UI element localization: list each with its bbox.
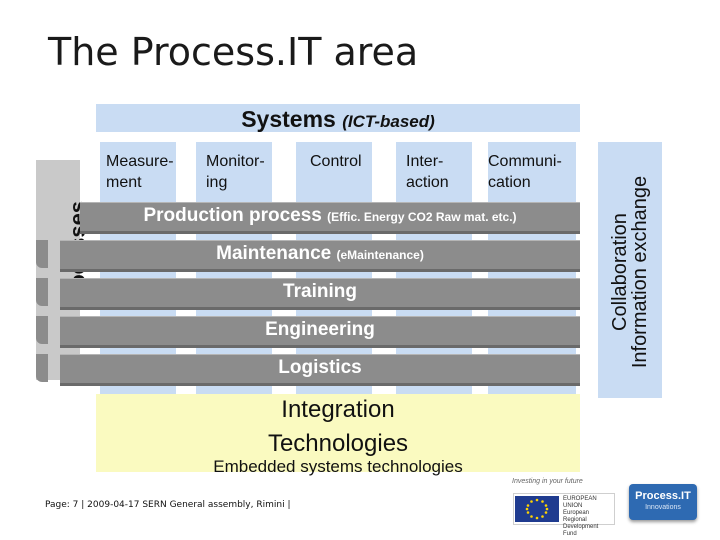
band-maintenance xyxy=(60,240,580,269)
band-stub-training xyxy=(36,278,48,306)
column-label-interaction: Inter- action xyxy=(406,153,449,191)
band-logistics-label: Logistics xyxy=(278,357,362,378)
band-production-label: Production process (Effic. Energy CO2 Ra… xyxy=(143,205,517,226)
processit-logo-subtitle: Innovations xyxy=(645,504,681,511)
band-stub-engineering xyxy=(36,316,48,344)
band-stub-maintenance xyxy=(36,240,48,268)
column-label-monitoring: Monitor- ing xyxy=(206,153,265,191)
column-label-measurement: Measure- ment xyxy=(106,153,174,191)
collaboration-box xyxy=(598,142,662,398)
processit-logo xyxy=(629,484,697,520)
processit-logo-title: Process.IT xyxy=(635,490,691,502)
eu-tagline: Investing in your future xyxy=(512,478,583,485)
embedded-systems-label: Embedded systems technologies xyxy=(213,457,463,476)
page-title: The Process.IT area xyxy=(48,30,419,74)
systems-title-text: Systems xyxy=(241,106,336,132)
integration-box xyxy=(96,394,580,472)
band-maintenance-label: Maintenance (eMaintenance) xyxy=(216,243,424,264)
systems-header-bar xyxy=(96,104,580,132)
collaboration-label: Collaboration Information exchange xyxy=(609,175,651,369)
column-label-control: Control xyxy=(310,153,362,170)
integration-line1: Integration xyxy=(281,396,395,423)
footer-text: Page: 7 | 2009-04-17 SERN General assemb… xyxy=(45,500,291,510)
band-engineering-label: Engineering xyxy=(265,319,375,340)
integration-line2: Technologies xyxy=(267,430,409,457)
band-logistics xyxy=(60,354,580,383)
band-engineering xyxy=(60,316,580,345)
systems-subtitle: (ICT-based) xyxy=(342,112,435,131)
systems-title: Systems (ICT-based) xyxy=(96,106,580,133)
column-label-communication: Communi- cation xyxy=(488,153,562,191)
eu-flag-icon xyxy=(515,496,559,522)
band-training-label: Training xyxy=(283,281,357,302)
band-training xyxy=(60,278,580,307)
eu-stars-icon xyxy=(525,498,549,520)
band-production xyxy=(80,202,580,231)
eu-text: EUROPEAN UNION European Regional Develop… xyxy=(563,496,599,537)
band-stub-logistics xyxy=(36,354,48,382)
